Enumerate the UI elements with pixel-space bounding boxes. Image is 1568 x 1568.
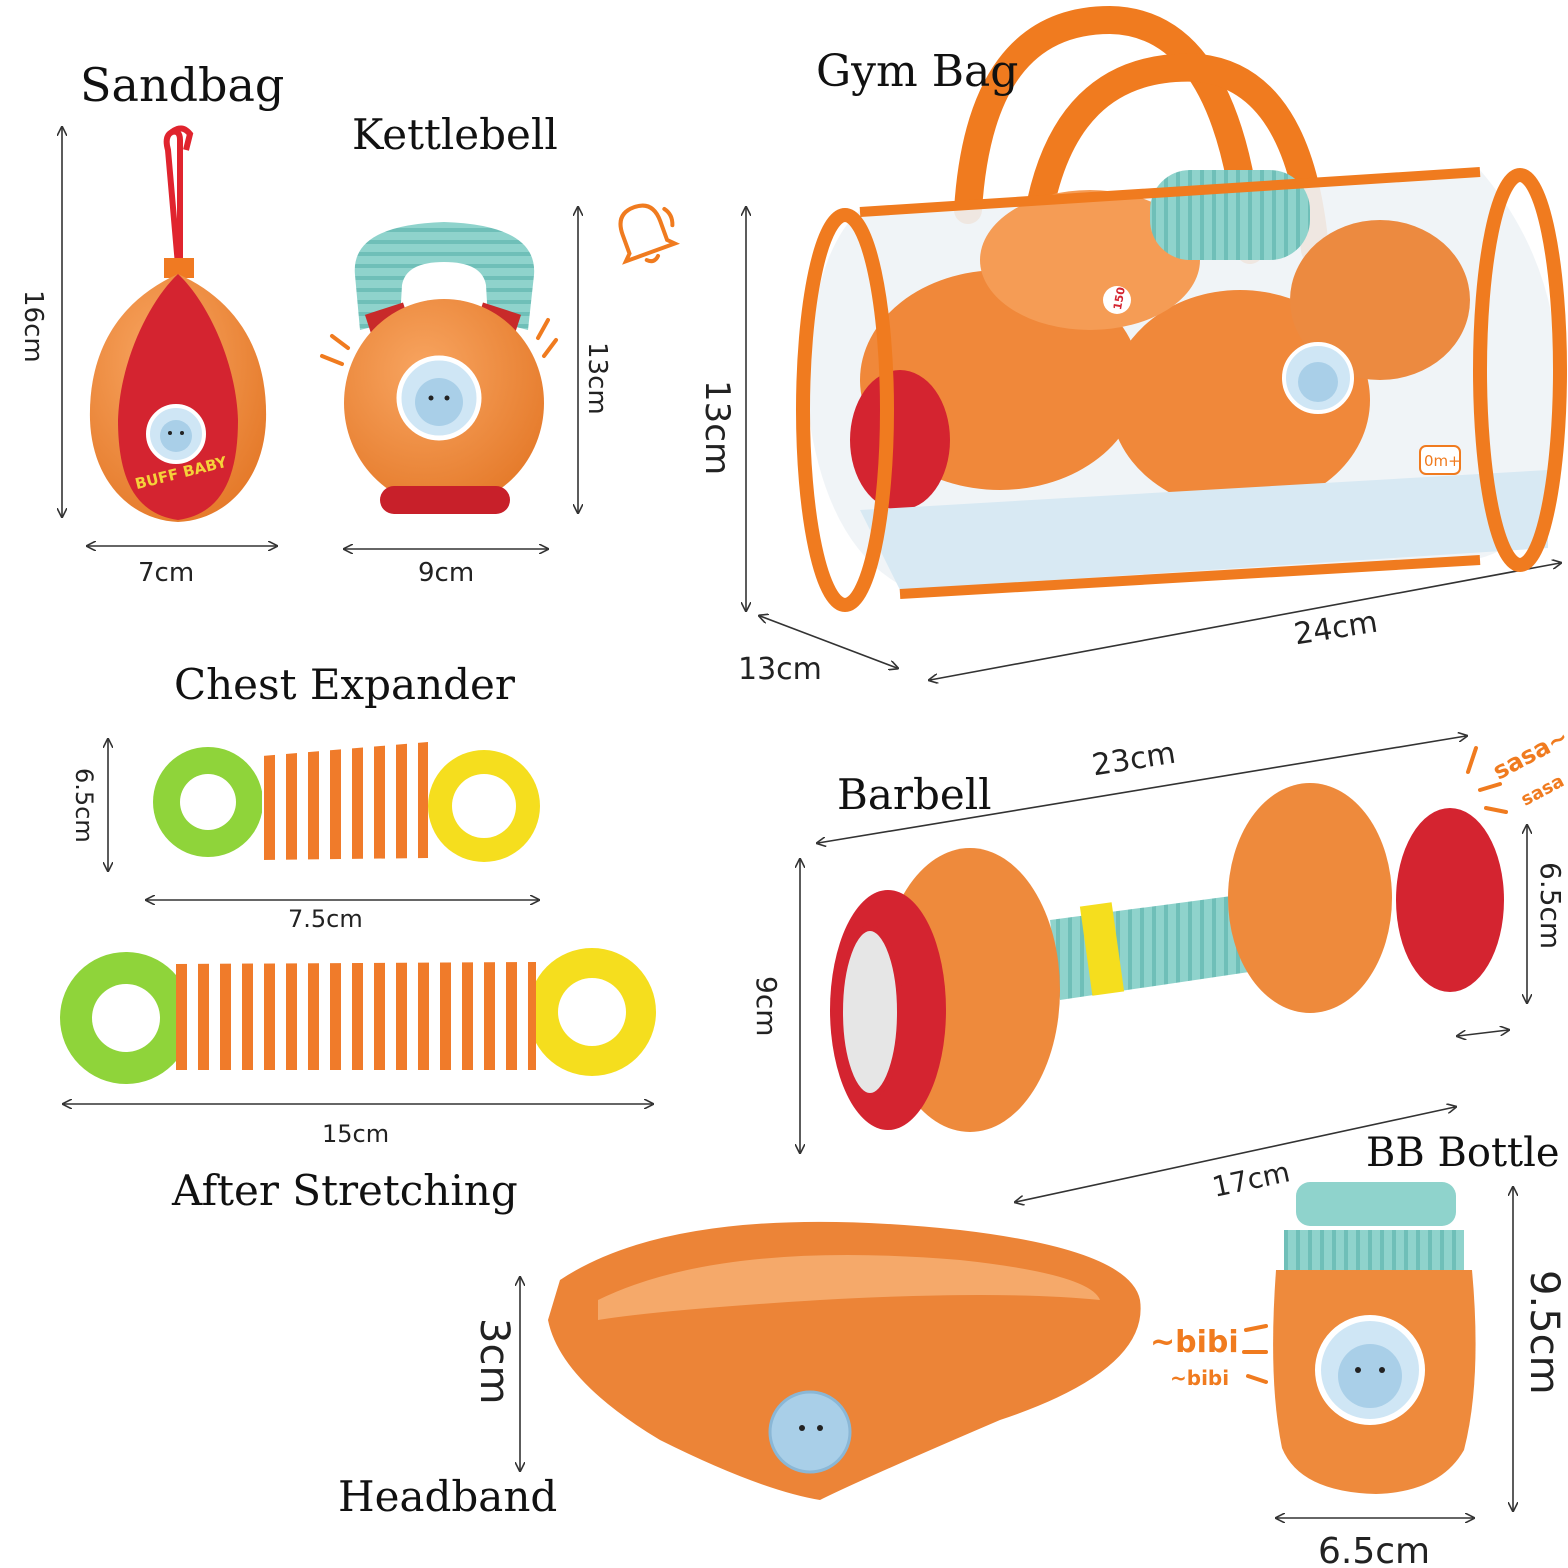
dimension-lines	[62, 128, 1560, 1518]
bottle-height-label: 9.5cm	[1521, 1270, 1567, 1395]
gym-bag-depth-label: 13cm	[738, 652, 822, 687]
chest-expander-title: Chest Expander	[174, 660, 515, 709]
gym-bag-height-label: 13cm	[697, 380, 737, 476]
bell-icon	[618, 203, 680, 265]
bottle-sound-1: ~bibi	[1150, 1325, 1239, 1360]
bag-age-tag: 0m+	[1424, 452, 1461, 470]
stretched-expander-illustration	[60, 948, 656, 1084]
barbell-illustration	[830, 783, 1504, 1132]
sandbag-height-label: 16cm	[18, 290, 48, 363]
chest-expander-height-label: 6.5cm	[70, 768, 98, 843]
headband-title: Headband	[338, 1472, 558, 1521]
sandbag-illustration	[89, 125, 267, 522]
headband-height-label: 3cm	[471, 1318, 517, 1405]
stretched-length-label: 15cm	[322, 1120, 390, 1148]
kettlebell-height-label: 13cm	[582, 342, 612, 415]
barbell-height-label: 9cm	[750, 976, 783, 1037]
barbell-title: Barbell	[837, 770, 992, 819]
after-stretching-title: After Stretching	[172, 1166, 518, 1215]
gym-bag-illustration	[796, 5, 1567, 612]
kettlebell-illustration	[320, 203, 680, 514]
bottle-width-label: 6.5cm	[1318, 1531, 1431, 1568]
barbell-sound-marks	[1466, 746, 1508, 814]
chest-expander-illustration	[153, 742, 540, 862]
chest-expander-length-label: 7.5cm	[288, 905, 363, 933]
kettlebell-title: Kettlebell	[352, 110, 558, 159]
bb-bottle-title: BB Bottle	[1366, 1130, 1560, 1176]
bottle-sound-2: ~bibi	[1170, 1366, 1230, 1390]
sandbag-title: Sandbag	[80, 58, 285, 112]
kettlebell-width-label: 9cm	[418, 558, 475, 588]
barbell-plate-label: 6.5cm	[1534, 862, 1567, 950]
gym-bag-title: Gym Bag	[816, 46, 1019, 97]
headband-illustration	[548, 1221, 1141, 1500]
sandbag-width-label: 7cm	[138, 558, 195, 588]
bottle-illustration	[1242, 1182, 1476, 1494]
